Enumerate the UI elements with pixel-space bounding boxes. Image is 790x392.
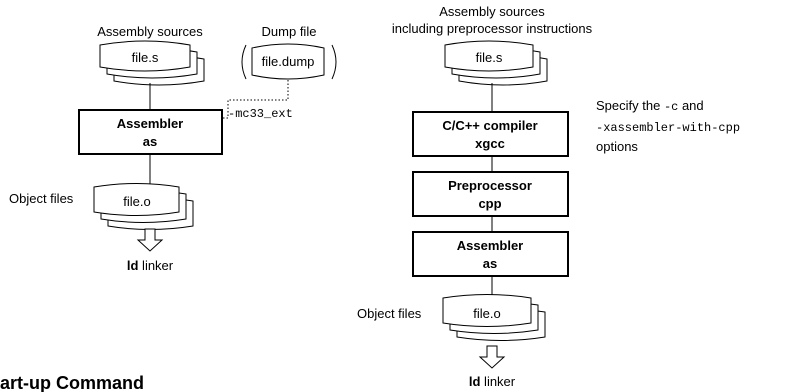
right-sources-label-line2: including preprocessor instructions [392, 21, 593, 36]
left-assembler-box: Assembler as [78, 109, 223, 155]
right-linker-command: ld [469, 374, 481, 389]
left-object-file-name: file.o [123, 194, 150, 209]
right-sources-label-line1: Assembly sources [439, 4, 545, 19]
right-assembler-title: Assembler [457, 238, 523, 253]
left-object-file-stack: file.o [93, 183, 194, 230]
right-object-file-name: file.o [473, 306, 500, 321]
compiler-note-line1: Specify the -c and [596, 98, 704, 114]
right-object-label: Object files [357, 306, 422, 321]
left-assembler-command: as [143, 134, 157, 149]
right-object-file-stack: file.o [442, 294, 546, 341]
right-source-file-stack: file.s [444, 40, 548, 86]
left-object-label: Object files [9, 191, 74, 206]
preprocessor-title: Preprocessor [448, 178, 532, 193]
left-linker-word: linker [138, 258, 173, 273]
right-assembler-command: as [483, 256, 497, 271]
left-source-file-stack: file.s [99, 40, 205, 86]
right-assembler-box: Assembler as [412, 231, 569, 277]
preprocessor-command: cpp [478, 196, 501, 211]
compiler-note-line2: -xassembler-with-cpp [596, 121, 740, 135]
left-source-file-name: file.s [132, 50, 159, 65]
right-source-file-name: file.s [476, 50, 503, 65]
left-sources-label: Assembly sources [97, 24, 203, 39]
compiler-note-option-c: -c [664, 100, 678, 114]
compiler-box: C/C++ compiler xgcc [412, 111, 569, 157]
left-linker-text: ld linker [127, 258, 174, 273]
preprocessor-box: Preprocessor cpp [412, 171, 569, 217]
compiler-command: xgcc [475, 136, 505, 151]
compiler-note-line3: options [596, 139, 638, 154]
left-assembler-title: Assembler [117, 116, 183, 131]
left-linker-command: ld [127, 258, 139, 273]
left-down-arrow-icon [136, 228, 164, 252]
right-linker-text: ld linker [469, 374, 516, 389]
compiler-note-text-b: and [678, 98, 703, 113]
dump-option: -mc33_ext [228, 107, 293, 121]
dump-file-label: Dump file [262, 24, 317, 39]
section-heading: art-up Command [0, 373, 144, 392]
compiler-title: C/C++ compiler [442, 118, 537, 133]
dump-file-cylinder: file.dump [241, 43, 337, 80]
compiler-note-text-a: Specify the [596, 98, 664, 113]
right-linker-word: linker [480, 374, 515, 389]
right-down-arrow-icon [478, 345, 506, 369]
dump-file-name: file.dump [262, 54, 315, 69]
